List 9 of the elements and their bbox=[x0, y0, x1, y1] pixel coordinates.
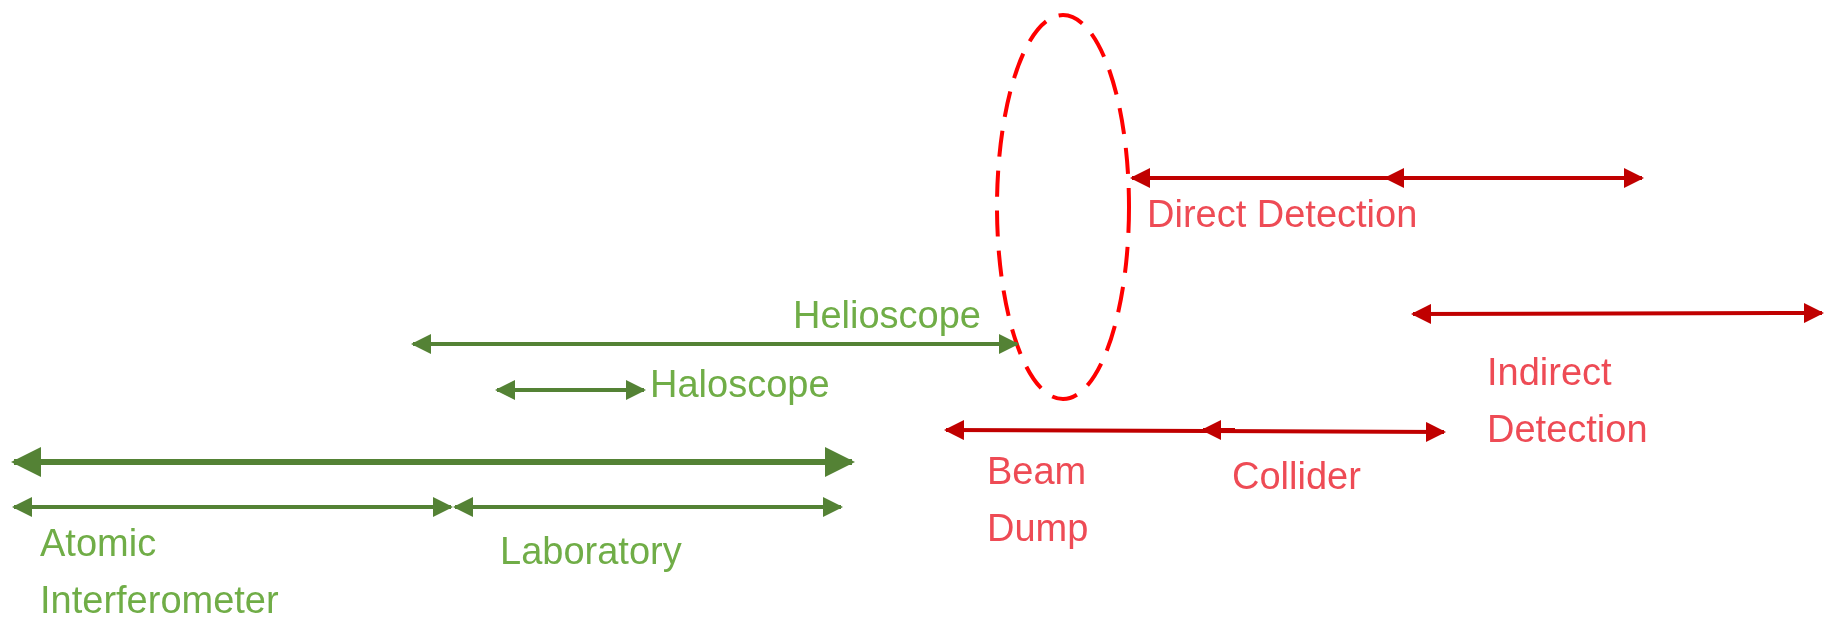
range-label: Indirect Detection bbox=[1487, 350, 1649, 452]
dashed-ellipse bbox=[995, 13, 1131, 401]
range-label: Direct Detection bbox=[1147, 192, 1419, 237]
range-label: Helioscope bbox=[793, 293, 982, 338]
range-label: Collider bbox=[1232, 454, 1362, 499]
range-label: Beam Dump bbox=[987, 449, 1090, 551]
range-label: Laboratory bbox=[500, 529, 683, 574]
range-label: Atomic Interferometer bbox=[40, 521, 280, 619]
range-label: Haloscope bbox=[650, 362, 831, 407]
